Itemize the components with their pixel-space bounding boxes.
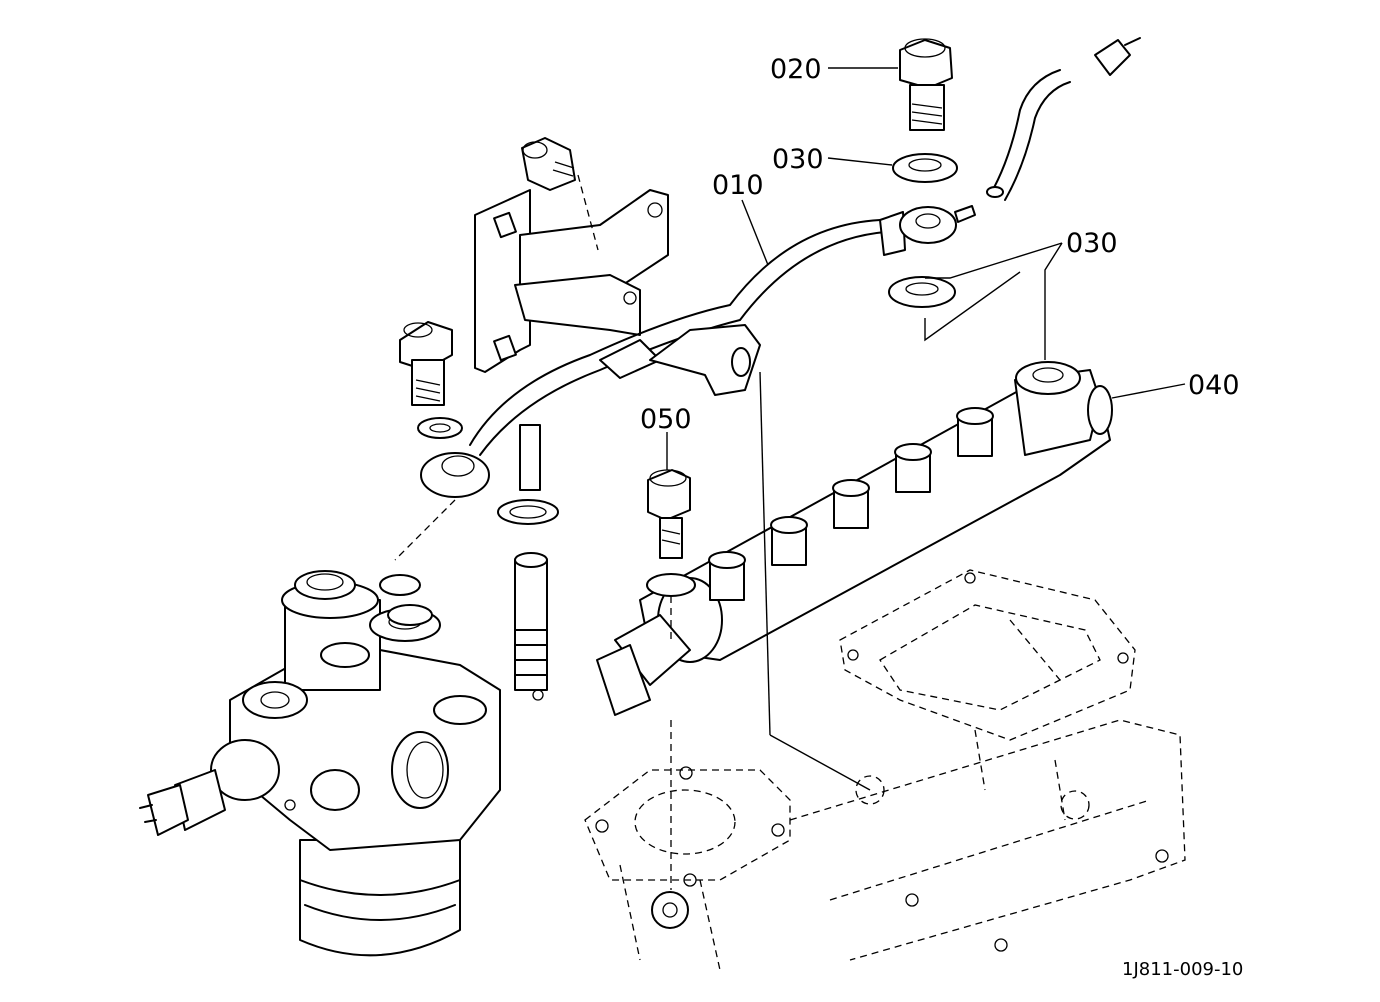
mounting-bracket bbox=[474, 137, 669, 373]
leader-lines bbox=[666, 67, 1186, 791]
return-pipe bbox=[986, 37, 1141, 201]
rail-injection-ports bbox=[708, 407, 994, 601]
bolt-050 bbox=[646, 469, 696, 890]
callout-010: 010 bbox=[712, 170, 764, 201]
banjo-bolt-pump bbox=[379, 321, 463, 626]
figure-reference-code: 1J811-009-10 bbox=[1122, 959, 1243, 980]
callout-040: 040 bbox=[1188, 370, 1240, 401]
callout-labels: 020 030 010 030 040 050 bbox=[640, 54, 1240, 435]
banjo-bolt-020 bbox=[899, 38, 953, 131]
return-hose-clamp bbox=[497, 424, 559, 701]
pipe-eye-fitting bbox=[899, 205, 976, 244]
intake-manifold-casting bbox=[584, 569, 1186, 971]
callout-030-lower: 030 bbox=[1066, 228, 1118, 259]
supply-pump bbox=[139, 570, 501, 957]
washer-030-upper bbox=[892, 153, 958, 183]
common-rail-040 bbox=[596, 361, 1113, 716]
callout-030-upper: 030 bbox=[772, 144, 824, 175]
callout-020: 020 bbox=[770, 54, 822, 85]
callout-050: 050 bbox=[640, 404, 692, 435]
fuel-pipe-010 bbox=[420, 211, 906, 498]
washer-030-lower bbox=[888, 276, 956, 308]
